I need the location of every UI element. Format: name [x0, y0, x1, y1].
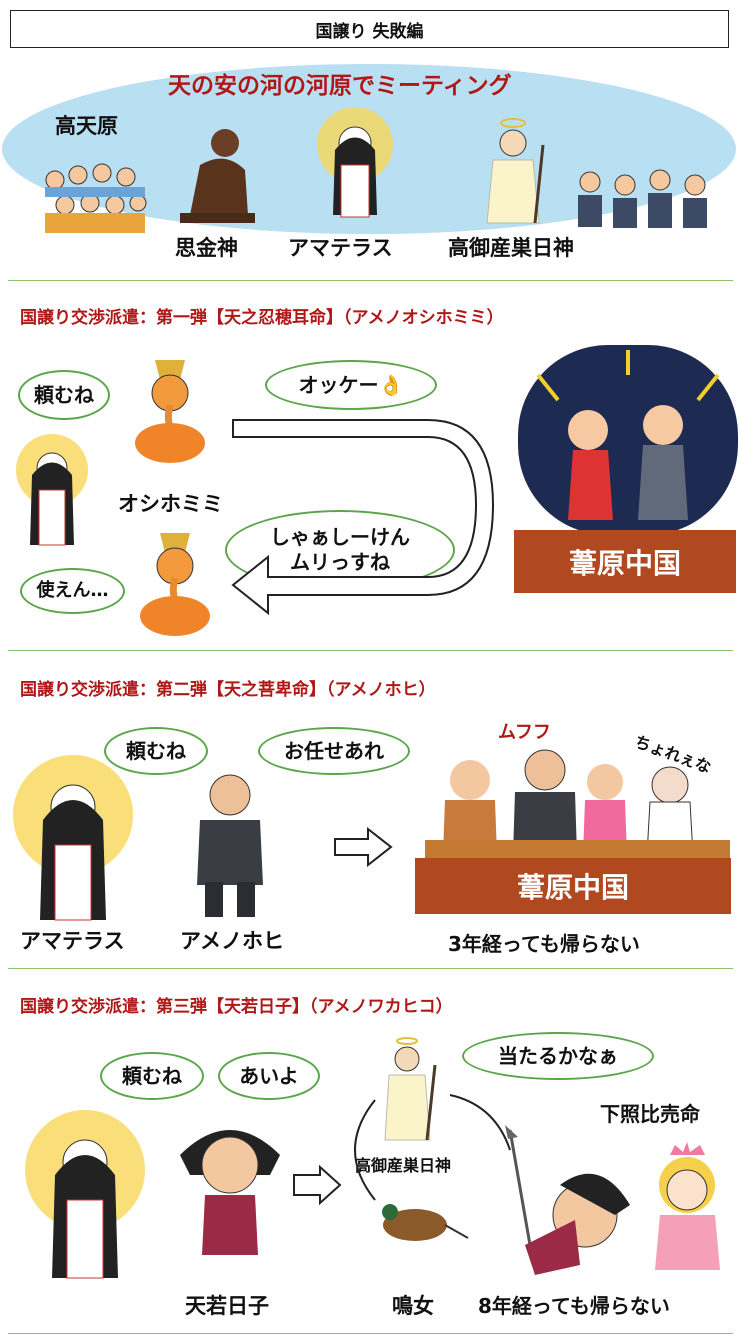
fallen-hero-illustration: [505, 1125, 630, 1275]
ashihara-stage: 葦原中国: [514, 530, 736, 593]
section1-title: 国譲り交渉派遣：第一弾【天之忍穂耳命】（アメノオシホミミ）: [20, 308, 504, 328]
omoikane-name: 思金神: [175, 236, 238, 260]
amenohohi-illustration: [197, 774, 263, 917]
amaterasu-illustration: [16, 434, 88, 546]
shitateruhime-illustration: [655, 1142, 720, 1270]
amenohohi-name: アメノホヒ: [180, 929, 284, 953]
divider: [8, 280, 733, 281]
section3-title: 国譲り交渉派遣：第三弾【天若日子】（アメノワカヒコ）: [20, 997, 453, 1017]
section2-title: 国譲り交渉派遣：第二弾【天之菩卑命】（アメノホヒ）: [20, 680, 436, 700]
nakime-pheasant-illustration: [382, 1204, 469, 1241]
ok-bubble: お任せあれ: [258, 727, 410, 775]
amaterasu-illustration: [317, 107, 393, 218]
right-arrow-icon: [334, 826, 393, 868]
ok-bubble: あいよ: [218, 1052, 320, 1100]
divider: [8, 1333, 733, 1334]
takamimusubi-name: 高御産巣日神: [448, 236, 574, 260]
place-label: 高天原: [55, 114, 118, 138]
nakime-name: 鳴女: [392, 1294, 434, 1318]
page-title: 国譲り 失敗編: [10, 10, 729, 48]
request-bubble: 頼むね: [104, 727, 208, 775]
refuse-line1: しゃぁしーけん: [270, 525, 410, 549]
takamimusubi-illustration: [384, 1037, 437, 1141]
u-turn-arrow: [231, 419, 495, 616]
caption: 3年経っても帰らない: [448, 932, 640, 956]
refuse-line2: ムリっすね: [290, 550, 390, 574]
laugh-text: ムフフ: [498, 722, 551, 743]
right-arrow-icon: [293, 1164, 342, 1206]
arrow-path-arcs: [354, 1094, 511, 1201]
crowd-left-illustration: [45, 163, 147, 233]
oshihomimi-return-illustration: [140, 533, 210, 636]
god-bubble: 当たるかなぁ: [462, 1032, 654, 1080]
amaterasu-illustration: [25, 1110, 145, 1279]
omoikane-statue-illustration: [180, 129, 255, 223]
amaterasu-illustration: [13, 755, 133, 921]
party-scene-illustration: [518, 345, 738, 535]
caption: 8年経っても帰らない: [478, 1294, 670, 1318]
useless-bubble: 使えん…: [20, 568, 125, 614]
amenowakahiko-name: 天若日子: [185, 1294, 269, 1318]
meeting-title: 天の安の河の河原でミーティング: [168, 73, 512, 99]
crowd-right-illustration: [578, 169, 707, 228]
amaterasu-name: アマテラス: [20, 929, 125, 953]
god-label: 高御産巣日神: [355, 1156, 452, 1175]
oshihomimi-illustration: [135, 360, 205, 463]
request-bubble: 頼むね: [18, 370, 110, 420]
divider: [8, 650, 733, 651]
bar-counter: [425, 840, 730, 862]
ok-bubble: オッケー👌: [265, 360, 437, 410]
oshihomimi-name: オシホミミ: [118, 492, 223, 516]
wife-label: 下照比売命: [600, 1102, 700, 1126]
takamimusubi-illustration: [486, 118, 545, 224]
divider: [8, 968, 733, 969]
ashihara-stage: 葦原中国: [415, 858, 731, 914]
amenowakahiko-illustration: [180, 1130, 280, 1255]
request-bubble: 頼むね: [100, 1052, 204, 1100]
amaterasu-name: アマテラス: [288, 236, 393, 260]
